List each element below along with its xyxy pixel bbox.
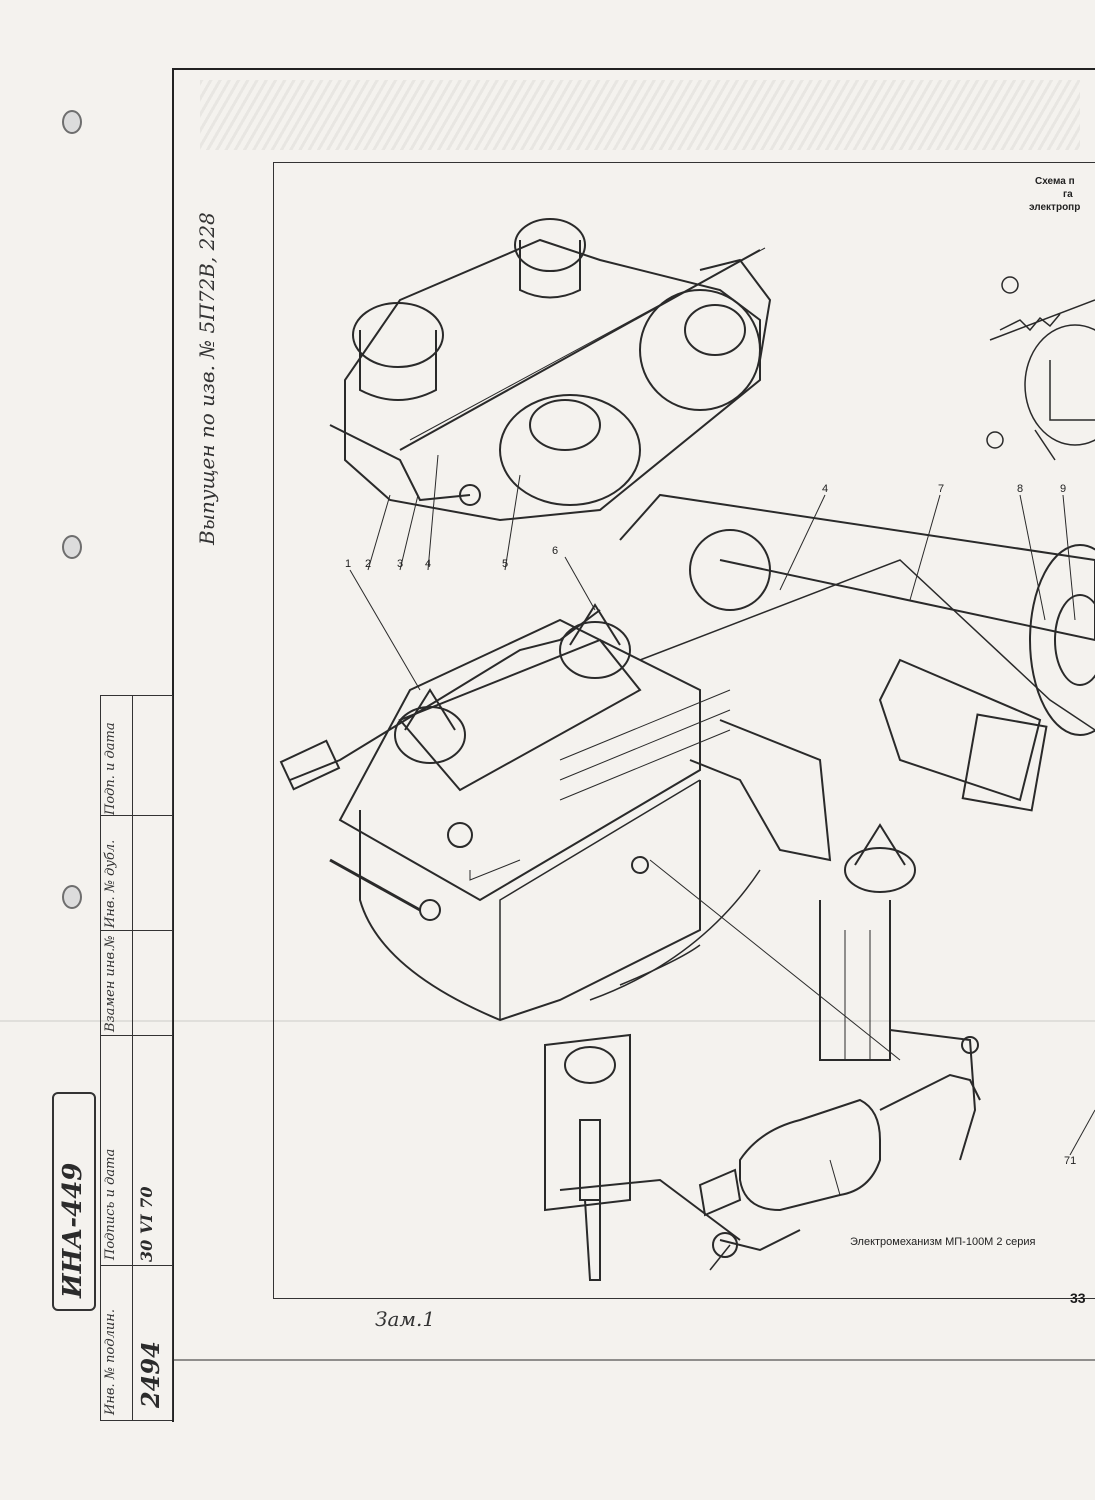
archive-stamp: ИНА-449 xyxy=(58,1162,88,1298)
title-block xyxy=(100,695,173,1421)
title-block-inv-orig-label: Инв. № подлин. xyxy=(103,1309,118,1415)
callout-5: 5 xyxy=(502,558,509,570)
title-block-inv-orig-value: 2494 xyxy=(136,1341,165,1408)
callout-9: 9 xyxy=(1060,483,1067,495)
electromechanism xyxy=(698,1073,981,1271)
punch-hole xyxy=(62,535,82,559)
fold-line xyxy=(0,1020,1095,1022)
archive-stamp-box xyxy=(52,1092,96,1311)
title-block-sign-date-value: 30 VI 70 xyxy=(137,1186,156,1262)
left-valve-section xyxy=(544,1033,741,1281)
upper-view-housing xyxy=(329,218,772,522)
title-block-sign-date-label: Подпись и дата xyxy=(103,1148,118,1260)
scheme-caption-line: Схема п xyxy=(1035,176,1075,187)
page-number: 33 xyxy=(1070,1290,1086,1306)
callout-4: 4 xyxy=(425,558,432,570)
title-block-sign2-label: Подп. и дата xyxy=(103,722,118,815)
outer-frame xyxy=(172,68,1095,1422)
title-block-replaced-inv-label: Взамен инв.№ xyxy=(103,935,118,1033)
scheme-caption: Схема п га электропр xyxy=(1029,175,1080,214)
callout-1: 1 xyxy=(345,558,352,570)
callout-6: 6 xyxy=(552,545,559,557)
change-note: Зам.1 xyxy=(375,1307,436,1331)
callout-7: 7 xyxy=(938,483,945,495)
scheme-caption-line: га xyxy=(1063,189,1073,200)
main-assembly xyxy=(279,493,1095,1061)
punch-hole xyxy=(62,110,82,134)
callout-71: 71 xyxy=(1064,1155,1077,1167)
callout-8: 8 xyxy=(1017,483,1024,495)
scheme-caption-line: электропр xyxy=(1029,202,1081,213)
scheme-diagram xyxy=(986,276,1095,461)
electromechanism-label: Электромеханизм МП-100М 2 серия xyxy=(850,1236,1036,1248)
faded-header-stamp xyxy=(200,80,1080,150)
valve-subassembly xyxy=(819,823,979,1161)
punch-hole xyxy=(62,885,82,909)
callout-4-main: 4 xyxy=(822,483,829,495)
callout-2: 2 xyxy=(365,558,372,570)
issued-note: Выпущен по изв. № 5П72В, 228 xyxy=(195,212,219,545)
leader-lines xyxy=(349,454,1095,1196)
callout-3: 3 xyxy=(397,558,404,570)
drawing-frame xyxy=(273,162,1095,1299)
title-block-dup-inv-label: Инв. № дубл. xyxy=(103,839,118,928)
